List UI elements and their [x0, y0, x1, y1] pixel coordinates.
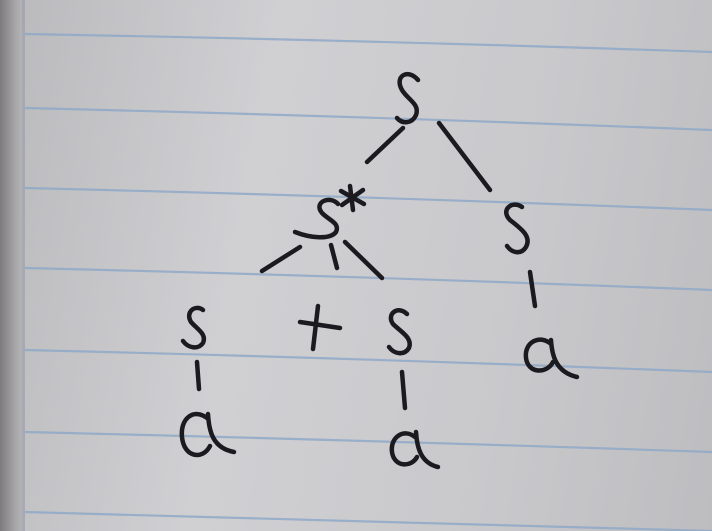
- node-root: S: [394, 71, 421, 125]
- node-label: S: [510, 229, 511, 231]
- letter-s-glyph: [292, 197, 341, 240]
- edge-s-star-s-left: [259, 244, 303, 274]
- node-label: S: [400, 99, 401, 101]
- plus-glyph: [297, 303, 343, 352]
- letter-s-glyph: [180, 305, 207, 350]
- letter-s-glyph: [504, 202, 530, 255]
- edge-root-s-right: [436, 120, 493, 193]
- edge-s-right-a-right: [527, 269, 538, 309]
- page-edge: [0, 0, 22, 531]
- node-s-star: S*: [292, 183, 367, 240]
- node-plus: +: [297, 303, 343, 352]
- letter-a-glyph: [523, 337, 580, 380]
- node-label: a: [195, 439, 196, 441]
- tree-edges: [194, 120, 538, 411]
- letter-s-glyph: [394, 71, 421, 125]
- ruled-line: [24, 430, 712, 454]
- margin-line: [22, 0, 25, 531]
- ruled-line: [24, 186, 712, 212]
- ruled-lines: [24, 32, 712, 531]
- ruled-line: [24, 266, 712, 292]
- node-a-right: a: [523, 337, 580, 380]
- node-label: a: [540, 359, 541, 361]
- ruled-line: [24, 510, 712, 531]
- edge-s-mid-a-mid: [399, 369, 408, 411]
- node-label: S: [190, 329, 191, 331]
- letter-a-glyph: [389, 429, 441, 470]
- edge-s-star-plus: [328, 242, 340, 271]
- node-a-left: a: [179, 411, 237, 458]
- node-label: S*: [320, 219, 322, 221]
- node-label: S: [395, 334, 396, 336]
- letter-a-glyph: [179, 411, 237, 458]
- ruled-line: [24, 106, 712, 132]
- letter-s-glyph: [386, 308, 413, 356]
- node-s-mid-leaf: S: [386, 308, 413, 356]
- star-glyph: [338, 183, 367, 213]
- ruled-line: [24, 348, 712, 374]
- edge-root-s-star: [364, 125, 406, 165]
- node-label: a: [405, 451, 406, 453]
- edge-s-left-a-left: [194, 359, 202, 392]
- node-s-left-leaf: S: [180, 305, 207, 350]
- edge-s-star-s-mid: [342, 239, 385, 281]
- ruled-line: [24, 32, 712, 54]
- node-a-mid: a: [389, 429, 441, 470]
- node-s-right: S: [504, 202, 530, 255]
